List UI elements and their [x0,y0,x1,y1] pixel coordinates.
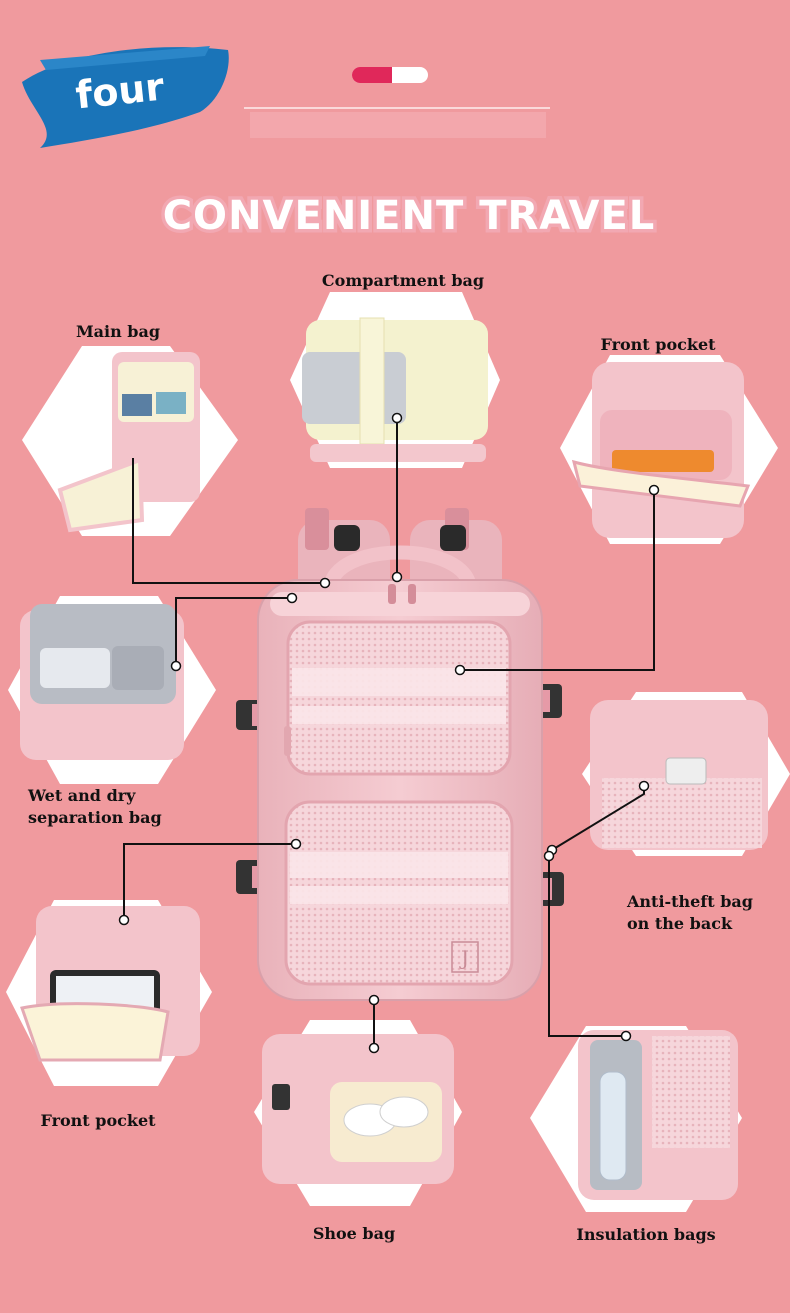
hexagon-wet-dry-bag [8,596,216,784]
brush-badge: four [22,46,229,148]
callout-connectors [123,418,655,1048]
label-anti-theft-line1: Anti-theft bag [626,892,753,911]
central-backpack: J [236,508,564,1001]
brand-logo-letter: J [459,946,469,970]
hexagon-front-pocket-top [560,355,778,544]
label-front-pocket-top: Front pocket [600,335,716,354]
label-wet-dry-line2: separation bag [28,808,162,827]
header-glow [250,112,546,138]
label-shoe-bag: Shoe bag [313,1224,395,1243]
label-wet-dry-line1: Wet and dry [27,786,136,805]
badge-text: four [74,64,167,117]
label-front-pocket-bottom: Front pocket [40,1111,156,1130]
label-insulation-bags: Insulation bags [576,1225,715,1244]
label-compartment-bag: Compartment bag [322,271,484,290]
hexagon-shoe-bag [254,1020,462,1206]
page-title: CONVENIENT TRAVEL [163,193,656,239]
hexagon-front-pocket-bottom [6,900,212,1086]
label-main-bag: Main bag [76,322,160,341]
callout-dots [118,412,660,1054]
page-indicator [352,67,428,83]
hexagon-anti-theft-bag [582,692,790,856]
hexagon-insulation-bags [530,1026,742,1212]
hexagon-compartment-bag [290,292,500,468]
label-anti-theft-line2: on the back [627,914,733,933]
